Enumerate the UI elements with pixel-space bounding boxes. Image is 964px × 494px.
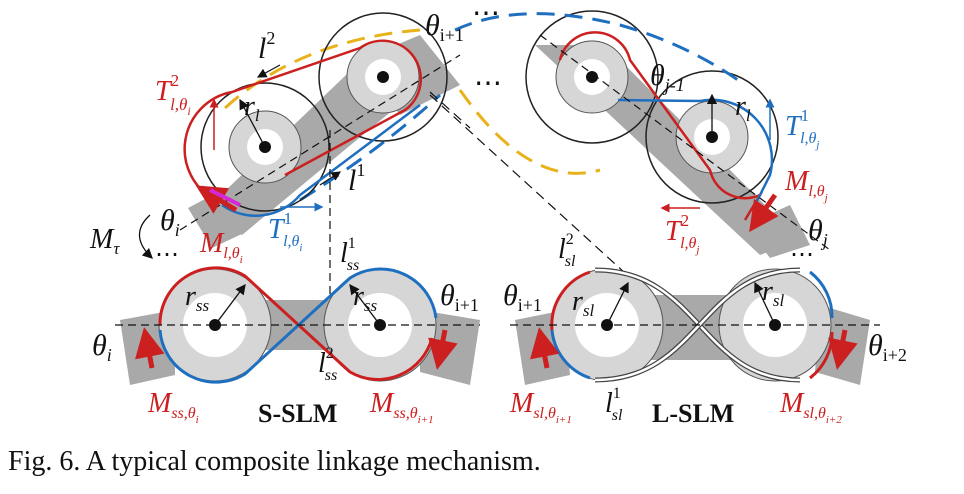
radius-line — [754, 281, 776, 326]
label-theta-ip1-ss: θi+1 — [440, 279, 479, 315]
magenta-segment — [209, 188, 241, 207]
label-theta-ip1-top: θi+1 — [425, 9, 464, 45]
radius-line — [349, 283, 381, 326]
label-theta-i-ss: θi — [92, 329, 112, 365]
belt-blue — [454, 12, 746, 87]
s-slm-mechanism — [115, 266, 480, 385]
linkage-diagram: l2 T2l,θi rl l1 θi+1 θi Ml,θi T1l,θi Mτ … — [89, 0, 907, 428]
moment-arrow — [135, 327, 165, 369]
belt-blue-solid — [158, 267, 438, 384]
belt-red — [809, 331, 834, 380]
label-M-left: Ml,θi — [199, 228, 243, 266]
label-r-sl-1: rsl — [572, 286, 595, 320]
belt-red — [158, 266, 434, 381]
joint-dot — [377, 71, 389, 83]
label-theta-ip2-sl: θi+2 — [868, 329, 907, 365]
centerline — [539, 34, 831, 251]
outer-circle — [318, 12, 448, 142]
top-left-linkage — [138, 12, 461, 259]
label-theta-j: θj — [808, 214, 828, 250]
dots: ⋯ — [472, 0, 500, 29]
label-M-ss-ip1: Mss,θi+1 — [369, 388, 434, 426]
outer-circle — [525, 10, 659, 144]
moment-arrow — [530, 327, 560, 369]
dots: ⋯ — [155, 242, 179, 268]
length-arrow — [256, 64, 281, 78]
radius-line — [606, 281, 629, 326]
belt-blue-solid — [809, 270, 834, 319]
radius-line — [239, 98, 266, 148]
belt-red — [558, 31, 764, 221]
moment-arrow — [749, 193, 779, 233]
label-s-slm: S-SLM — [258, 399, 337, 428]
label-M-sl-ip1: Msl,θi+1 — [509, 388, 572, 426]
belt-red — [550, 270, 591, 331]
moment-arrow — [828, 329, 858, 370]
top-right-linkage — [454, 10, 831, 258]
belt-yellow — [223, 28, 421, 110]
label-M-ss-i: Mss,θi — [147, 388, 199, 426]
label-r-right: rl — [735, 91, 751, 125]
label-theta-jm1: θj-1 — [650, 59, 685, 95]
length-arrow — [319, 171, 342, 186]
label-l1: l1 — [348, 160, 365, 197]
moment-arrow — [428, 329, 458, 370]
belt-red — [183, 39, 423, 202]
radius-line — [214, 283, 246, 326]
label-theta-ip1-sl: θi+1 — [503, 279, 542, 315]
belt-blue — [299, 93, 442, 202]
outer-circle — [645, 70, 779, 204]
label-M-right: Ml,θj — [784, 166, 828, 204]
label-l2: l2 — [258, 28, 275, 65]
dots: ⋯ — [474, 68, 502, 99]
belt-blue-solid — [221, 104, 421, 217]
label-l-slm: L-SLM — [652, 399, 734, 428]
moment-arrow — [195, 185, 238, 214]
connector-dashed — [429, 94, 661, 306]
label-r-ss-2: rss — [353, 281, 378, 315]
dots: ⋯ — [790, 242, 814, 268]
figure-caption: Fig. 6. A typical composite linkage mech… — [8, 446, 541, 477]
outer-circle — [200, 82, 330, 212]
belt-yellow — [458, 89, 601, 175]
connector-dashed — [429, 91, 471, 129]
label-r-left: rl — [244, 91, 260, 125]
label-M-sl-ip2: Msl,θi+2 — [779, 388, 842, 426]
label-M-tau: Mτ — [89, 224, 120, 258]
l-slm-mechanism — [510, 267, 880, 385]
label-r-ss-1: rss — [185, 281, 210, 315]
joint-dot — [586, 71, 598, 83]
label-r-sl-2: rsl — [762, 276, 785, 310]
torque-arrow — [138, 214, 153, 259]
label-theta-i-top: θi — [160, 204, 180, 240]
